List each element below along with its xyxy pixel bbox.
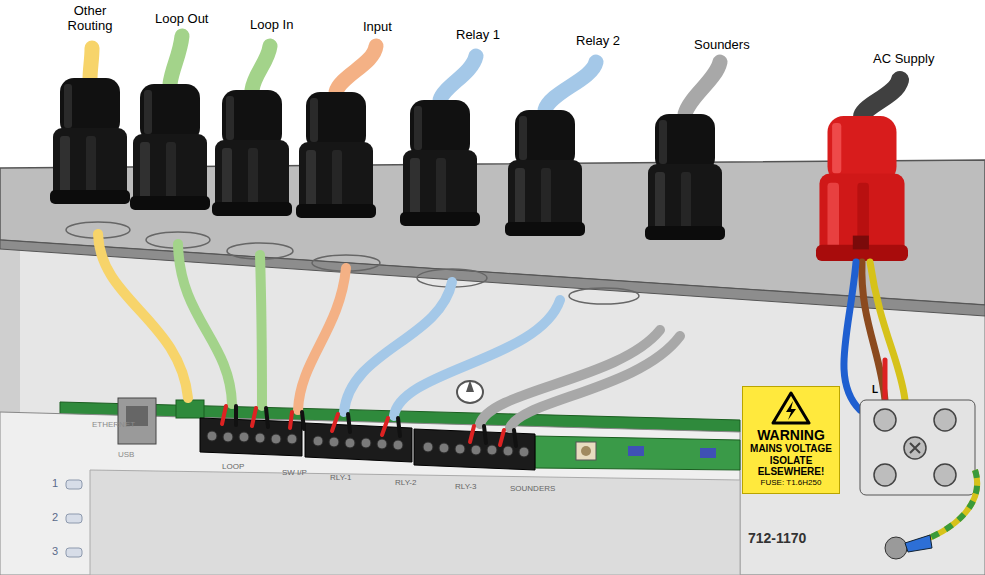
led-number: 1 [52,477,58,490]
warning-text: MAINS VOLTAGE ISOLATE ELSEWHERE! [748,443,834,478]
fuse-rating: FUSE: T1.6H250 [748,478,834,487]
port-label: USB [118,450,134,459]
terminal-label: L [872,384,878,396]
cable-callout: Relay 1 [456,28,500,43]
cable-callout: Input [363,20,392,35]
terminal-label: SOUNDERS [510,484,555,493]
cable-callout: Other Routing [55,4,125,34]
terminal-label: LOOP [222,462,244,471]
board-number: 712-1170 [748,530,806,546]
cable-callout: Loop Out [155,12,209,27]
terminal-label: RLY-2 [395,478,416,487]
cable-callout: AC Supply [873,52,934,67]
cable-callout: Relay 2 [576,34,620,49]
hazard-symbol [771,391,811,425]
cable-callout: Sounders [694,38,750,53]
terminal-label: RLY-3 [455,482,476,491]
terminal-label: RLY-1 [330,473,351,482]
led-number: 2 [52,511,58,524]
led-number: 3 [52,545,58,558]
port-label: ETHERNET [92,420,135,429]
warning-label: WARNINGMAINS VOLTAGE ISOLATE ELSEWHERE!F… [742,386,840,494]
cable-callout: Loop In [250,18,293,33]
warning-heading: WARNING [748,427,834,443]
terminal-label: SW I/P [282,468,307,477]
